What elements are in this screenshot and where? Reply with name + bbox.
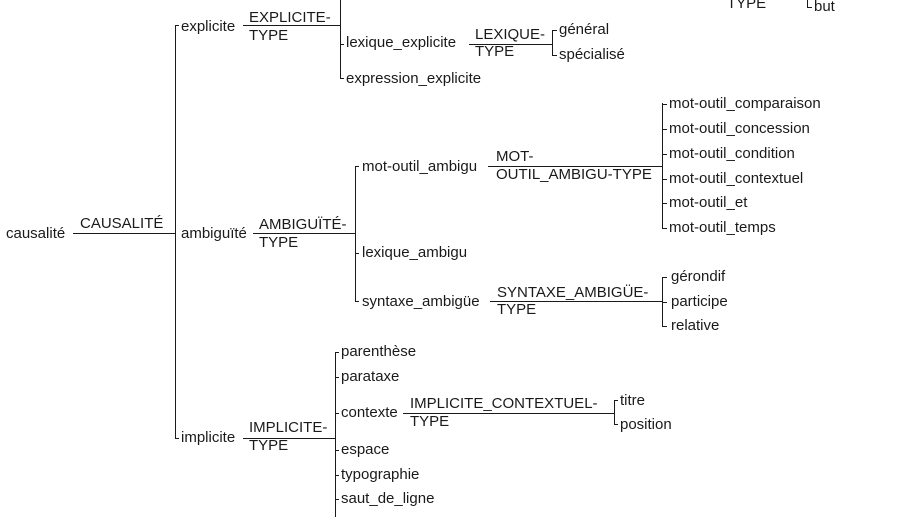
lexique-explicite-label: lexique_explicite [346,34,456,51]
implicite-item-saut-de-ligne: saut_de_ligne [341,490,434,507]
contexte-type-line1: IMPLICITE_CONTEXTUEL- [410,395,598,412]
lexique-value-specialise: spécialisé [559,46,625,63]
contexte-value-position: position [620,416,672,433]
lexique-type-line2: TYPE [475,43,514,60]
mot-outil-value-et: mot-outil_et [669,194,748,211]
top-right-type-fragment: TYPE [727,0,766,12]
implicite-item-contexte: contexte [341,404,398,421]
lexique-type-line1: LEXIQUE- [475,26,545,43]
mot-outil-ambigu-label: mot-outil_ambigu [362,158,477,175]
syntaxe-value-gerondif: gérondif [671,268,726,285]
ambiguite-type-line2: TYPE [259,234,298,251]
mot-outil-value-comparaison: mot-outil_comparaison [669,95,821,112]
syntaxe-type-line2: TYPE [497,301,536,318]
implicite-item-parenthese: parenthèse [341,343,416,360]
lexique-value-general: général [559,21,609,38]
ambiguite-type-line1: AMBIGUÏTÉ- [259,216,347,233]
syntaxe-type-line1: SYNTAXE_AMBIGÜE- [497,283,648,301]
mot-outil-value-concession: mot-outil_concession [669,120,810,137]
implicite-type-line1: IMPLICITE- [249,419,327,436]
implicite-item-typographie: typographie [341,466,419,483]
connector-lines [73,0,812,517]
top-right-value-fragment: but [814,0,836,15]
syntaxe-value-participe: participe [671,293,728,310]
contexte-type-line2: TYPE [410,413,449,430]
mot-outil-value-condition: mot-outil_condition [669,145,795,162]
branch-ambiguite-label: ambiguïté [181,225,247,242]
syntaxe-value-relative: relative [671,317,719,334]
branch-implicite-label: implicite [181,429,235,446]
mot-outil-value-contextuel: mot-outil_contextuel [669,170,803,187]
lexique-ambigu-label: lexique_ambigu [362,244,467,261]
root-label: causalité [6,225,65,242]
implicite-item-parataxe: parataxe [341,368,399,385]
explicite-type-line1: EXPLICITE- [249,9,331,26]
mot-outil-value-temps: mot-outil_temps [669,219,776,236]
expression-explicite-label: expression_explicite [346,70,481,87]
implicite-type-line2: TYPE [249,437,288,454]
mot-outil-type-line1: MOT- [496,148,534,165]
syntaxe-ambigue-label: syntaxe_ambigüe [362,293,480,310]
mot-outil-type-line2: OUTIL_AMBIGU-TYPE [496,166,652,183]
contexte-value-titre: titre [620,392,645,409]
root-type-label: CAUSALITÉ [80,215,163,232]
explicite-type-line2: TYPE [249,27,288,44]
implicite-item-espace: espace [341,441,389,458]
branch-explicite-label: explicite [181,18,235,35]
